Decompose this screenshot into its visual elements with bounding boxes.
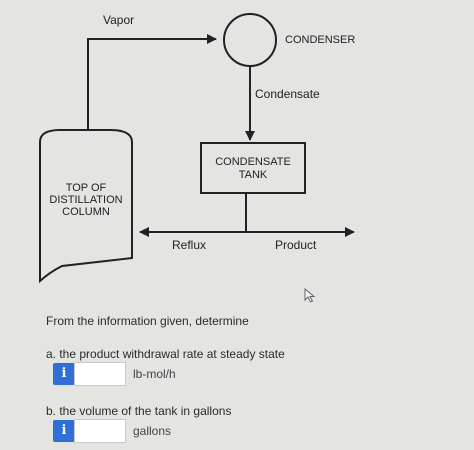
part-a-label: a. the product withdrawal rate at steady…: [46, 347, 285, 361]
tank-label-line2: TANK: [239, 169, 268, 181]
product-label: Product: [275, 238, 317, 252]
vapor-stream-line: [87, 34, 217, 130]
part-b-info-icon[interactable]: i: [53, 420, 75, 442]
condensate-tank-box: [200, 142, 306, 194]
part-a-unit: lb-mol/h: [133, 367, 176, 381]
condensate-label: Condensate: [255, 87, 320, 101]
column-label-line3: COLUMN: [62, 206, 110, 218]
distillation-column-outline: [39, 129, 133, 284]
tank-label-line1: CONDENSATE: [215, 156, 291, 168]
part-a-answer-input[interactable]: [74, 362, 126, 386]
part-a-info-icon[interactable]: i: [53, 363, 75, 385]
process-flow-diagram: Vapor CONDENSER Condensate CONDENSATE TA…: [39, 13, 355, 284]
question-intro: From the information given, determine: [46, 314, 249, 328]
condenser-label: CONDENSER: [285, 34, 355, 46]
condenser-circle: [223, 13, 277, 67]
part-b-unit: gallons: [133, 424, 172, 438]
column-label-line1: TOP OF: [66, 182, 107, 194]
reflux-label: Reflux: [172, 238, 206, 252]
mouse-cursor-icon: [304, 288, 316, 303]
part-b-answer-input[interactable]: [74, 419, 126, 443]
column-label-line2: DISTILLATION: [49, 194, 122, 206]
part-b-label: b. the volume of the tank in gallons: [46, 404, 232, 418]
vapor-label: Vapor: [103, 13, 134, 27]
